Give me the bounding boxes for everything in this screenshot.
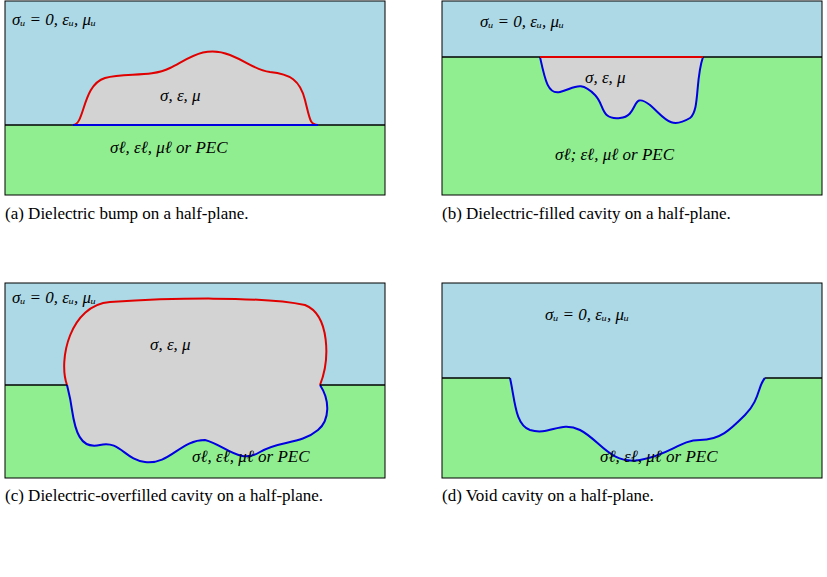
- lower-medium-label: σℓ; εℓ, μℓ or PEC: [555, 145, 674, 165]
- upper-medium-label: σᵤ = 0, εᵤ, μᵤ: [12, 10, 96, 30]
- upper-medium-label: σᵤ = 0, εᵤ, μᵤ: [480, 12, 564, 32]
- panel-caption: (b) Dielectric-filled cavity on a half-p…: [442, 202, 822, 227]
- scatterer-medium-label: σ, ε, μ: [585, 68, 626, 88]
- scatterer-medium-label: σ, ε, μ: [150, 335, 191, 355]
- panel-caption: (d) Void cavity on a half-plane.: [442, 484, 822, 509]
- scatterer-medium-label: σ, ε, μ: [160, 86, 201, 106]
- lower-medium-label: σℓ, εℓ, μℓ or PEC: [600, 447, 718, 467]
- upper-medium-label: σᵤ = 0, εᵤ, μᵤ: [545, 305, 629, 325]
- upper-medium-label: σᵤ = 0, εᵤ, μᵤ: [12, 288, 96, 308]
- panel-a-figure: [5, 1, 385, 195]
- panel-caption: (a) Dielectric bump on a half-plane.: [5, 202, 385, 227]
- panel-b-figure: [442, 1, 822, 195]
- lower-medium-label: σℓ, εℓ, μℓ or PEC: [192, 447, 310, 467]
- panel-c-figure: [5, 283, 385, 478]
- panel-d-figure: [442, 283, 822, 478]
- panel-caption: (c) Dielectric-overfilled cavity on a ha…: [5, 484, 385, 509]
- lower-medium-label: σℓ, εℓ, μℓ or PEC: [110, 138, 228, 158]
